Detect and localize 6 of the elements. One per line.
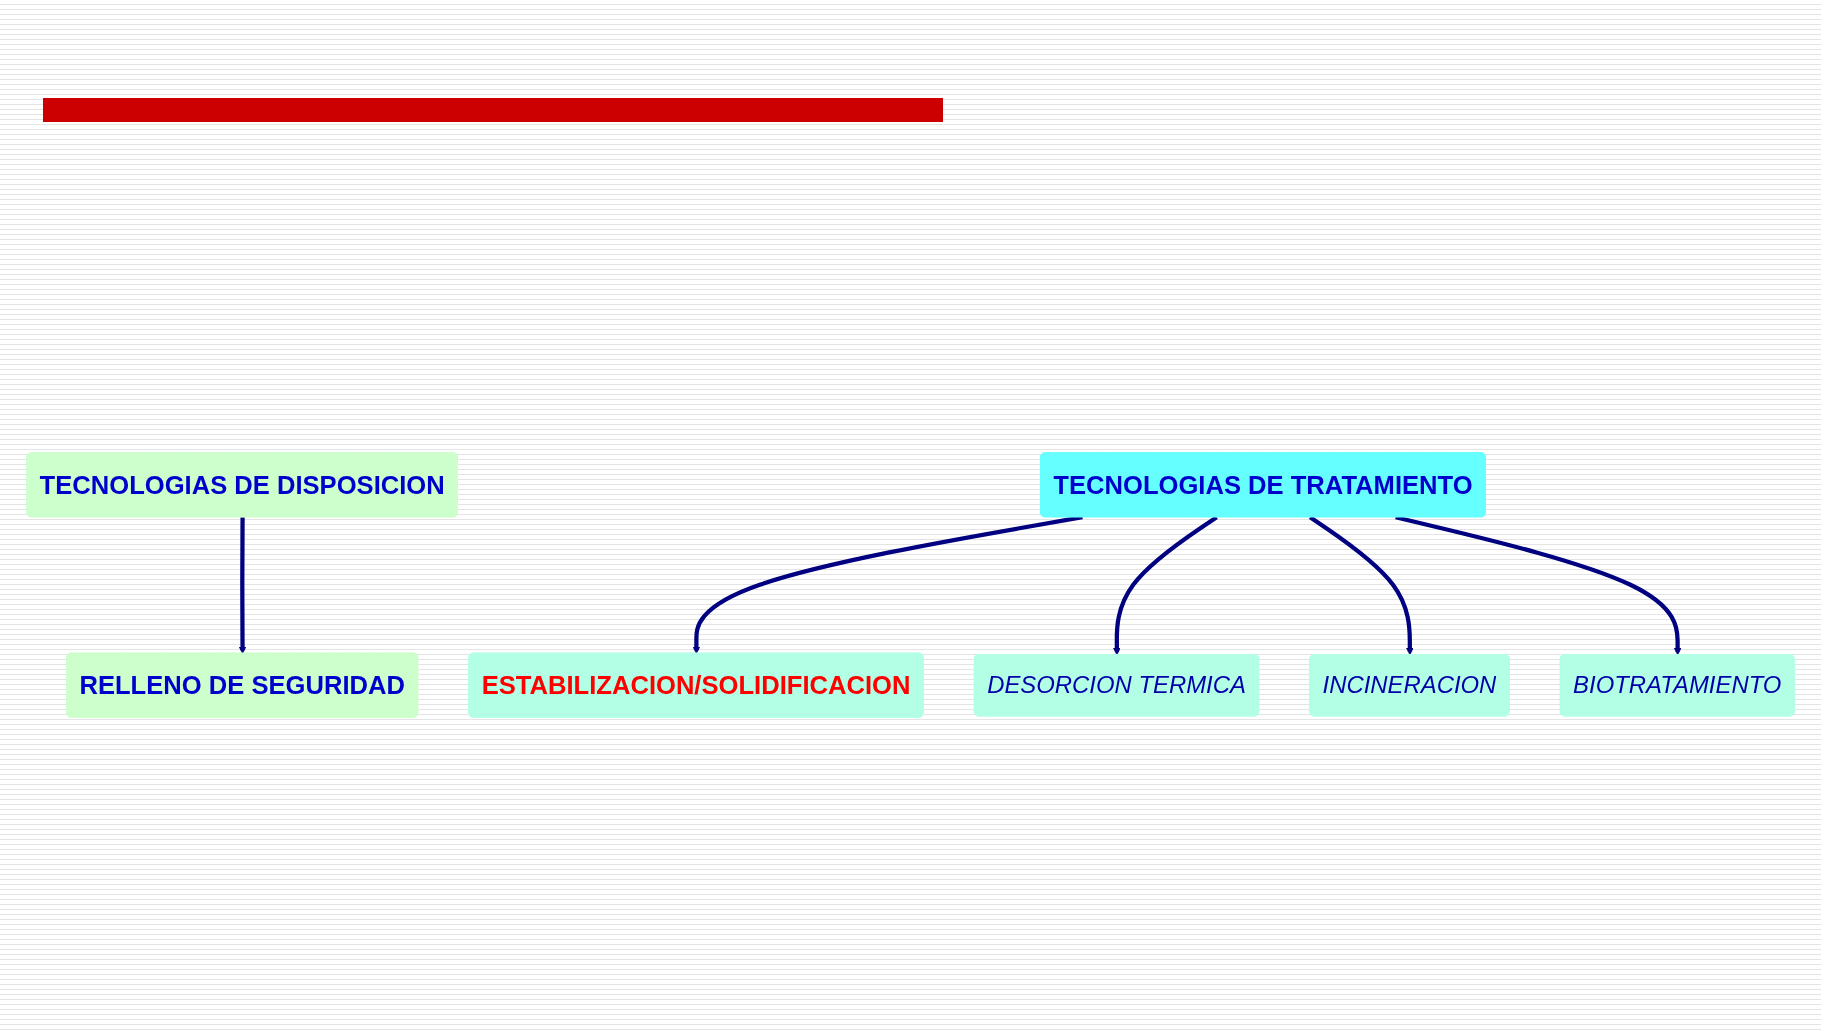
arrow (1308, 515, 1414, 656)
bar (43, 98, 943, 122)
arrow (1395, 515, 1682, 656)
arrow (692, 515, 1083, 654)
arrow (238, 517, 247, 654)
arrow (1113, 515, 1218, 656)
